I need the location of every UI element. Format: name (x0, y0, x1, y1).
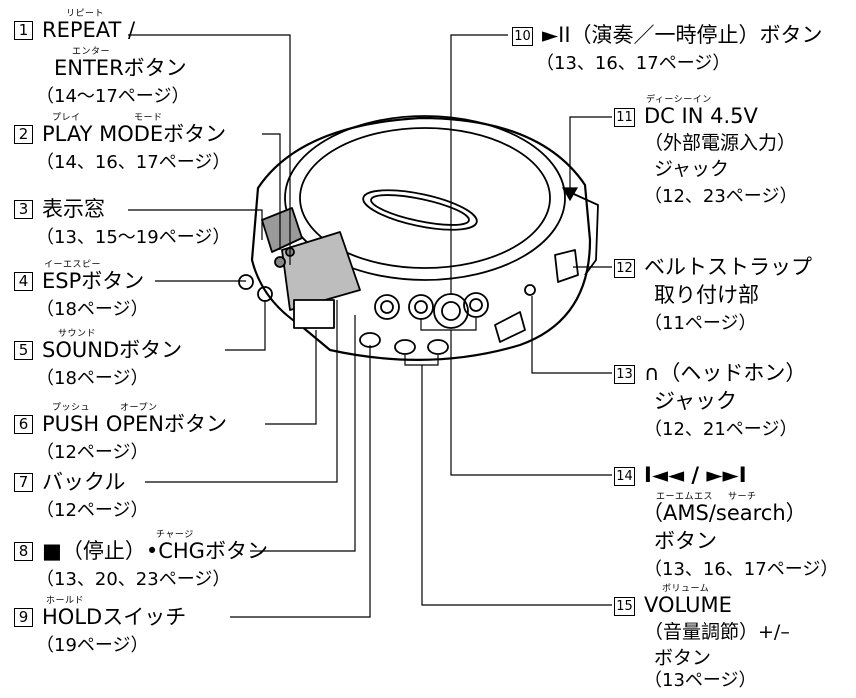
callout-11-line-3: ジャック (654, 158, 730, 180)
callout-4-line-1: ESPボタン (42, 269, 145, 293)
callout-7: 7 バックル （12ページ） (14, 472, 149, 520)
callout-11-pages: （12、23ページ） (644, 186, 798, 207)
callout-12-number: 12 (614, 259, 635, 278)
callout-11-line-1: DC IN 4.5V (644, 104, 758, 128)
callout-9-pages: （19ページ） (36, 635, 149, 656)
callout-6-pages: （12ページ） (36, 442, 149, 463)
callout-5-line-1: SOUNDボタン (42, 338, 183, 362)
callout-9-ruby-1: ホールド (46, 596, 85, 606)
callout-8-pages: （13、20、23ページ） (36, 569, 231, 590)
callout-6-number: 6 (14, 415, 33, 434)
callout-7-number: 7 (14, 473, 33, 492)
callout-13-pages: （12、21ページ） (644, 419, 798, 440)
callout-10-line-1: ►II（演奏／一時停止）ボタン (542, 23, 823, 47)
callout-3-pages: （13、15～19ページ） (36, 227, 231, 248)
callout-14: 14 I◄◄ / ►►I エーエムエス サーチ（AMS/search） ボタン （1… (614, 465, 838, 579)
callout-3-line-1: 表示窓 (42, 197, 105, 221)
callout-13: 13 ∩（ヘッドホン） ジャック （12、21ページ） (614, 363, 806, 439)
callout-7-pages: （12ページ） (36, 500, 149, 521)
callout-14-line-2: （AMS/search） (642, 501, 807, 525)
callout-10: 10 ►II（演奏／一時停止）ボタン （13、16、17ページ） (512, 25, 823, 73)
callout-3-number: 3 (14, 200, 33, 219)
callout-12-line-1: ベルトストラップ (644, 255, 812, 279)
callout-15-number: 15 (614, 597, 635, 616)
callout-14-ruby-2: サーチ (728, 492, 757, 502)
callout-9-line-1: HOLDスイッチ (42, 605, 187, 629)
callout-8-ruby-1: チャージ (156, 530, 194, 540)
callout-13-line-1: ∩（ヘッドホン） (644, 361, 807, 385)
callout-13-line-2: ジャック (654, 389, 737, 413)
callout-4-pages: （18ページ） (36, 299, 149, 320)
callout-14-line-1: I◄◄ / ►►I (644, 463, 747, 487)
callout-14-line-3: ボタン (654, 529, 717, 553)
callout-14-number: 14 (614, 467, 635, 486)
callout-1-ruby-2: エンター (72, 47, 111, 57)
callout-15-line-3: ボタン (654, 647, 712, 669)
callout-6-line-1: PUSH OPENボタン (42, 412, 228, 436)
callout-15-line-1: VOLUME (644, 593, 732, 617)
callout-6-ruby-2: オープン (120, 403, 158, 413)
callout-5-pages: （18ページ） (36, 368, 149, 389)
callout-1-line-1: REPEAT / (42, 18, 136, 42)
callout-8-number: 8 (14, 542, 33, 561)
callout-2-line-1: PLAY MODEボタン (42, 122, 227, 146)
callout-11-line-2: （外部電源入力） (644, 132, 797, 154)
callout-12-pages: （11ページ） (644, 313, 757, 334)
callout-8: 8 チャージ■（停止）•CHGボタン （13、20、23ページ） (14, 531, 268, 590)
callout-15-line-2: （音量調節）+/– (644, 621, 790, 643)
callout-8-line-1: ■（停止）•CHGボタン (42, 539, 268, 563)
callout-12-line-2: 取り付け部 (654, 283, 759, 307)
callout-13-number: 13 (614, 365, 635, 384)
callout-4-ruby-1: イーエスピー (44, 260, 102, 270)
callout-4-number: 4 (14, 272, 33, 291)
callout-1-number: 1 (14, 21, 33, 40)
callout-2-ruby-2: モード (134, 113, 163, 123)
callout-11-number: 11 (614, 108, 635, 127)
callout-14-pages: （13、16、17ページ） (644, 559, 839, 580)
callout-14-ruby-1: エーエムエス (656, 492, 714, 502)
callout-11-ruby-1: ディーシーイン (646, 95, 712, 105)
callout-6-ruby-1: プッシュ (52, 403, 91, 413)
callout-2-pages: （14、16、17ページ） (36, 152, 231, 173)
callout-7-line-1: バックル (42, 470, 126, 494)
callout-1-ruby-1: リピート (66, 9, 105, 19)
callout-5-number: 5 (14, 341, 33, 360)
callout-10-number: 10 (512, 27, 533, 46)
callout-3: 3 表示窓 （13、15～19ページ） (14, 199, 230, 247)
callout-5-ruby-1: サウンド (58, 329, 97, 339)
callout-15-ruby-1: ボリューム (662, 584, 710, 594)
callout-9-number: 9 (14, 608, 33, 627)
callout-1-line-2: ENTERボタン (54, 56, 187, 80)
callout-10-pages: （13、16、17ページ） (536, 53, 731, 74)
callout-1-pages: （14～17ページ） (36, 86, 190, 107)
callout-2-ruby-1: プレイ (52, 113, 81, 123)
callout-12: 12 ベルトストラップ 取り付け部 （11ページ） (614, 257, 812, 333)
callout-15-pages: （13ページ） (644, 670, 757, 691)
callout-2-number: 2 (14, 125, 33, 144)
